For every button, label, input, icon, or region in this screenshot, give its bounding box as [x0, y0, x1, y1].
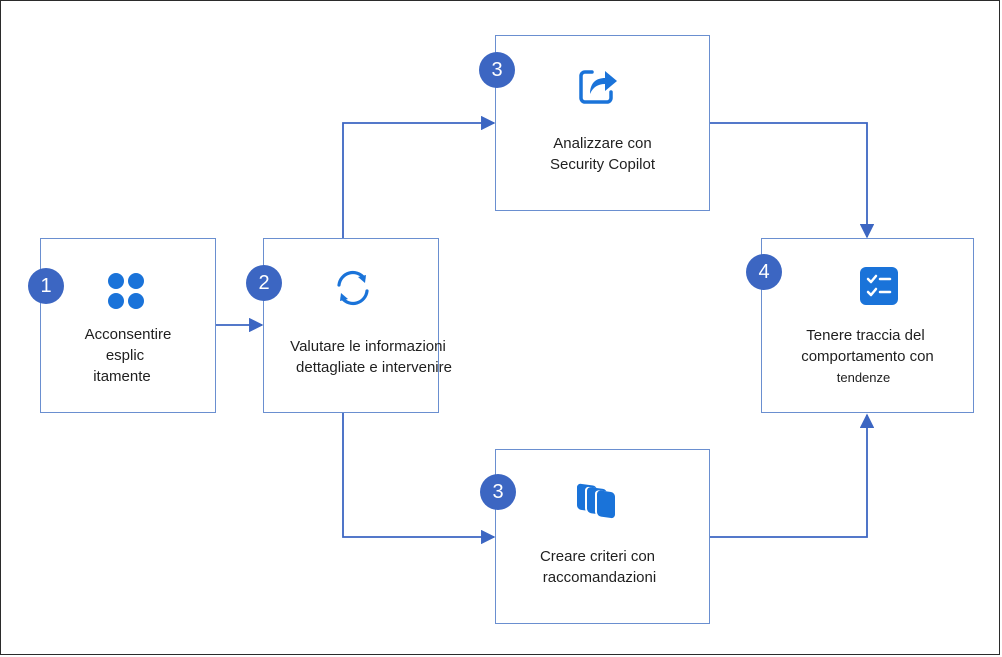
share-arrow-icon [579, 70, 617, 104]
arrow-3b-to-4 [710, 413, 875, 538]
step-3a-label: Analizzare con Security Copilot [549, 135, 656, 173]
step-4-label: Tenere traccia del comportamento con ten… [801, 327, 934, 385]
step-3b-badge: 3 [480, 474, 516, 510]
step-4-badge: 4 [746, 254, 782, 290]
step-2-box [263, 238, 439, 413]
stacked-cards-icon [577, 483, 615, 519]
refresh-icon [337, 270, 369, 306]
arrow-2-to-3a [342, 115, 496, 238]
step-2-badge: 2 [246, 265, 282, 301]
step-2-label: Valutare le informazioni dettagliate e i… [290, 338, 452, 376]
arrow-2-to-3b [342, 413, 496, 545]
checklist-icon [860, 267, 898, 305]
arrow-3a-to-4 [710, 122, 875, 239]
step-1-badge: 1 [28, 268, 64, 304]
four-dots-icon [108, 273, 144, 309]
step-3b-box [495, 449, 710, 624]
step-1-label: Acconsentire esplic itamente [84, 326, 172, 385]
step-3a-box [495, 35, 710, 211]
step-3b-label: Creare criteri con raccomandazioni [539, 548, 657, 586]
step-1-box [40, 238, 216, 413]
step-3a-badge: 3 [479, 52, 515, 88]
